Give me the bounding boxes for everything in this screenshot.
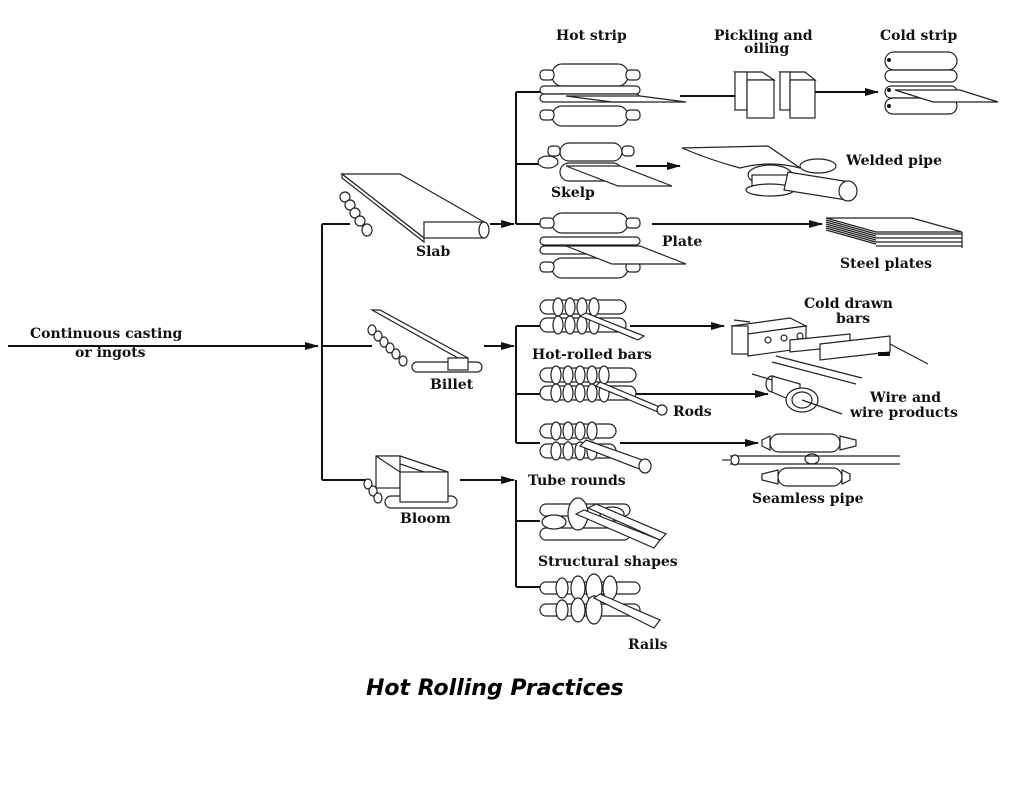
cold-drawn-bars-label-line2: bars (836, 311, 870, 327)
skelp-label: Skelp (551, 185, 595, 201)
wire-label-line1: Wire and (869, 390, 941, 406)
plate-mill-illustration (539, 212, 687, 279)
bar-mill-illustration (539, 297, 646, 341)
cold-drawn-bars-illustration (729, 317, 929, 385)
diagram-title: Hot Rolling Practices (366, 676, 624, 701)
labels: Continuous casting or ingots Slab Billet… (30, 28, 958, 653)
pickling-tanks-illustration (733, 71, 817, 119)
source-label-line1: Continuous casting (30, 326, 183, 342)
plate-label: Plate (662, 234, 702, 250)
bloom-label: Bloom (400, 511, 451, 527)
steel-plates-illustration (825, 217, 963, 248)
skelp-mill-illustration (537, 142, 673, 187)
hot-strip-mill-illustration (539, 63, 687, 127)
wire-label-line2: wire products (849, 405, 958, 421)
structural-mill-illustration (539, 497, 668, 549)
hot-strip-label: Hot strip (556, 28, 627, 44)
pickling-label-line2: oiling (744, 41, 789, 57)
rail-mill-illustration (539, 573, 661, 629)
slab-label: Slab (416, 244, 451, 260)
billet-label: Billet (430, 377, 474, 393)
seamless-pipe-label: Seamless pipe (752, 491, 864, 507)
structural-shapes-label: Structural shapes (538, 554, 678, 570)
cold-strip-label: Cold strip (880, 28, 958, 44)
slab-illustration (339, 172, 490, 244)
cold-strip-mill-illustration (884, 51, 999, 115)
welded-pipe-label: Welded pipe (845, 153, 942, 169)
tube-round-mill-illustration (539, 421, 652, 474)
steel-plates-label: Steel plates (840, 256, 932, 272)
flow-connectors (8, 88, 879, 588)
tube-rounds-label: Tube rounds (528, 473, 626, 489)
wire-products-illustration (751, 373, 843, 415)
seamless-pipe-mill-illustration (722, 433, 900, 487)
rails-label: Rails (628, 637, 668, 653)
hot-rolled-bars-label: Hot-rolled bars (532, 347, 652, 363)
welded-pipe-illustration (681, 145, 858, 202)
source-label-line2: or ingots (75, 345, 146, 361)
rods-label: Rods (673, 404, 712, 420)
pickling-label-line1: Pickling and (714, 28, 813, 44)
rod-mill-illustration (539, 365, 668, 416)
billet-illustration (367, 309, 483, 373)
cold-drawn-bars-label-line1: Cold drawn (804, 296, 893, 312)
bloom-illustration (363, 455, 458, 509)
